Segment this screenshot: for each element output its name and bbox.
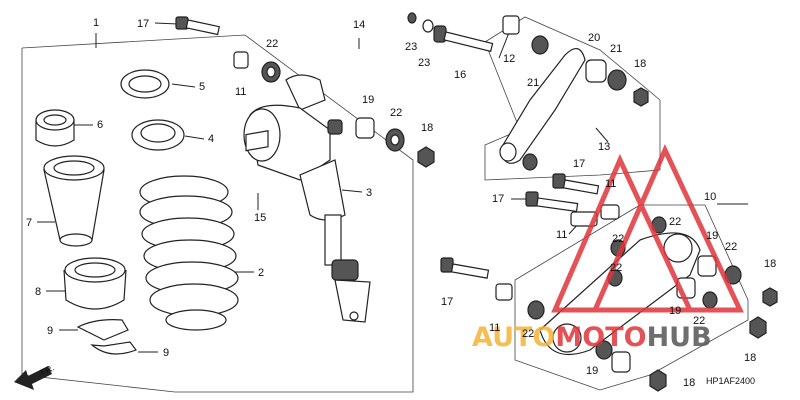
seal-21-a (607, 69, 627, 91)
callout-15: 15 (254, 212, 266, 224)
callout-22: 22 (693, 315, 705, 327)
callout-18: 18 (421, 122, 433, 134)
nut-18-top (633, 87, 649, 107)
shock-absorber-3 (243, 74, 371, 323)
washer-23 (407, 12, 434, 33)
callout-22: 22 (669, 216, 681, 228)
stopper-6 (35, 109, 75, 147)
callout-21: 21 (610, 43, 622, 55)
spring-seat-8 (63, 257, 127, 310)
collar-19-a (697, 255, 717, 277)
callout-18: 18 (744, 352, 756, 364)
callout-9: 9 (163, 347, 169, 359)
seal-22-top (261, 61, 281, 83)
callout-18: 18 (764, 258, 776, 270)
callout-22: 22 (612, 233, 624, 245)
collar-20 (585, 59, 607, 83)
link-arm-10 (539, 232, 701, 356)
diagram-code: HP1AF2400 (706, 376, 755, 386)
callout-20: 20 (588, 32, 600, 44)
nut-18-right (762, 287, 778, 307)
callout-11: 11 (605, 178, 616, 190)
callout-6: 6 (97, 119, 103, 131)
callout-3: 3 (366, 187, 372, 199)
callout-11: 11 (235, 86, 246, 98)
watermark-logo: AUTOMOTOHUB (472, 143, 744, 353)
assembly-box-10 (514, 204, 749, 391)
callout-14: 14 (353, 19, 365, 31)
callout-22: 22 (266, 38, 278, 50)
svg-text:AUTOMOTOHUB: AUTOMOTOHUB (472, 322, 712, 353)
callout-19: 19 (669, 305, 681, 317)
svg-text:FR.: FR. (39, 363, 56, 378)
watermark-text-hub: HUB (647, 322, 712, 353)
callout-23: 23 (405, 41, 417, 53)
bolt-17-lower (440, 257, 490, 279)
seal-21-b (522, 153, 538, 171)
collar-11-top (233, 51, 249, 69)
assembly-box-13 (484, 16, 661, 181)
front-direction-arrow: FR. (14, 363, 56, 390)
bolt-16 (433, 25, 494, 53)
collar-11-lower (495, 283, 513, 301)
callout-23: 23 (418, 57, 430, 69)
collar-12 (502, 15, 520, 35)
collar-19-c (611, 351, 631, 373)
callout-17: 17 (573, 158, 585, 170)
callout-19: 19 (586, 365, 598, 377)
collar-11-mid (600, 204, 620, 220)
watermark-text-auto: AUTO (472, 322, 555, 353)
callout-17: 17 (492, 193, 504, 205)
callout-8: 8 (35, 286, 41, 298)
callout-22: 22 (522, 328, 534, 340)
callout-22: 22 (610, 262, 622, 274)
callout-17: 17 (137, 18, 149, 30)
callout-17: 17 (441, 296, 453, 308)
nut-18-lower (749, 316, 767, 339)
callout-11: 11 (556, 229, 567, 241)
dust-boot-7 (43, 155, 105, 247)
nut-18-shock (417, 146, 435, 168)
callout-18: 18 (683, 377, 695, 389)
callout-22: 22 (725, 241, 737, 253)
callout-13: 13 (598, 141, 610, 153)
callout-4: 4 (208, 133, 214, 145)
callout-7: 7 (26, 217, 32, 229)
bolt-17-left (525, 191, 579, 213)
callout-11: 11 (489, 322, 500, 334)
bolt-17-top (175, 16, 221, 36)
caution-label-15 (245, 130, 269, 152)
watermark-triangle-2 (591, 143, 744, 313)
callout-2: 2 (258, 267, 264, 279)
adjuster-nut-4 (131, 119, 185, 151)
callout-18: 18 (634, 58, 646, 70)
callout-9: 9 (47, 325, 53, 337)
callout-19: 19 (362, 94, 374, 106)
callout-19: 19 (706, 230, 718, 242)
lock-nut-5 (120, 69, 170, 99)
callout-12: 12 (503, 53, 515, 65)
callout-1: 1 (93, 17, 99, 29)
seal-22-shock (385, 128, 405, 152)
stopper-plate-9 (76, 319, 137, 355)
callout-5: 5 (199, 81, 205, 93)
shock-link-13 (499, 35, 586, 164)
callout-16: 16 (454, 69, 466, 81)
coil-spring-2 (139, 175, 239, 331)
collar-19-shock (355, 117, 375, 139)
nut-18-bottom (649, 369, 667, 392)
callout-10: 10 (704, 191, 716, 203)
watermark-text-moto: MOTO (555, 322, 646, 353)
callout-21: 21 (527, 77, 539, 89)
bolt-17-mid (552, 173, 600, 195)
callout-22: 22 (390, 107, 402, 119)
